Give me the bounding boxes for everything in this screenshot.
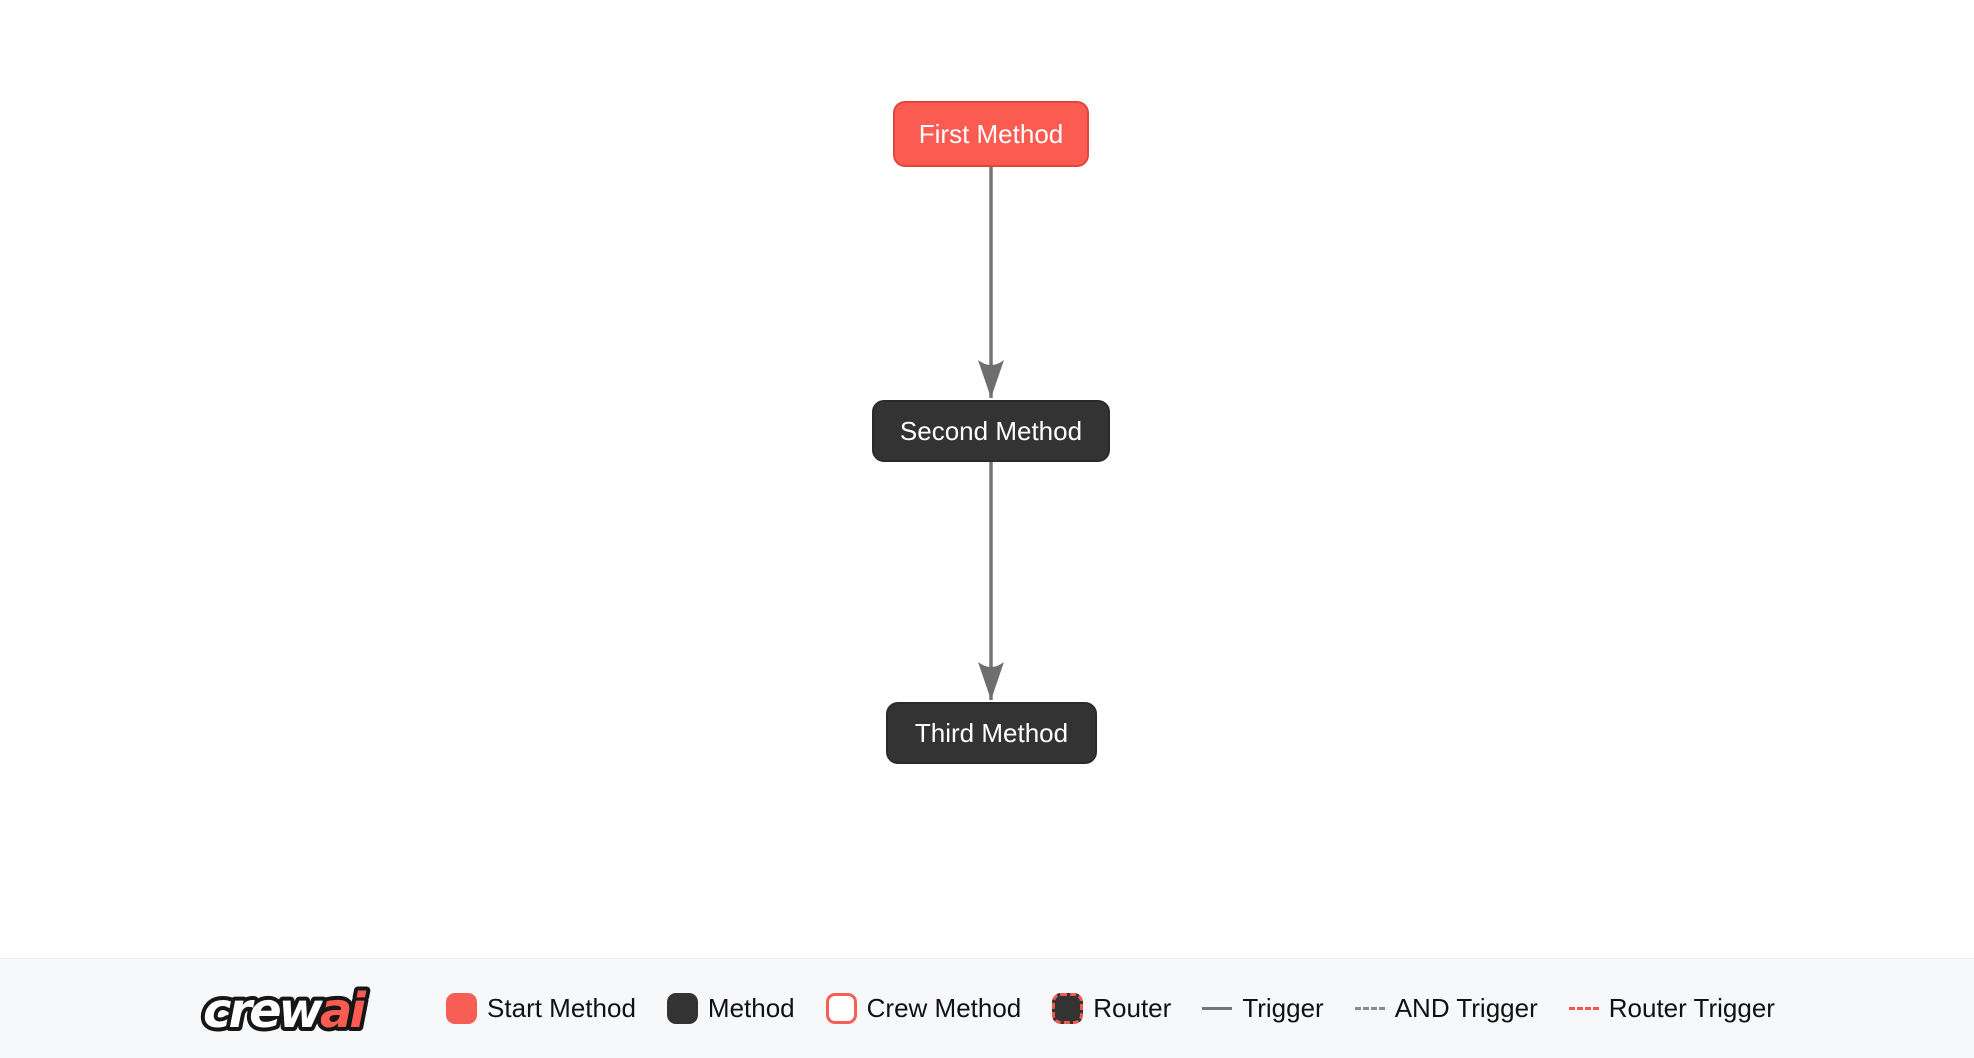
legend-label: Method	[707, 993, 795, 1023]
node-label: Third Method	[914, 718, 1069, 748]
node-third-method[interactable]: Third Method	[886, 702, 1097, 764]
trigger-edge-second-to-third	[978, 462, 1004, 700]
legend-bar: crewai Start Method Method Crew Method R…	[0, 958, 1974, 1058]
router-swatch-icon	[1052, 993, 1084, 1024]
and-trigger-line-icon	[1354, 1007, 1385, 1010]
legend-item-router: Router	[1052, 993, 1171, 1024]
logo-text-crew: crew	[203, 983, 324, 1039]
flow-canvas[interactable]: First Method Second Method Third Method	[0, 0, 1974, 958]
legend-label: Trigger	[1242, 993, 1324, 1023]
arrowhead-icon	[978, 360, 1004, 398]
legend-label: Router	[1093, 993, 1172, 1023]
arrowhead-icon	[978, 662, 1004, 700]
router-trigger-line-icon	[1568, 1007, 1599, 1010]
method-swatch-icon	[666, 993, 698, 1024]
logo-text-ai: ai	[320, 983, 366, 1039]
start-method-swatch-icon	[446, 993, 478, 1024]
legend-item-method: Method	[666, 993, 795, 1024]
legend-item-crew-method: Crew Method	[825, 993, 1022, 1024]
node-label: Second Method	[899, 416, 1083, 446]
legend-label: Crew Method	[866, 993, 1022, 1023]
legend-item-start-method: Start Method	[446, 993, 636, 1024]
node-second-method[interactable]: Second Method	[872, 400, 1110, 462]
legend-item-trigger: Trigger	[1202, 993, 1324, 1024]
crew-method-swatch-icon	[825, 993, 857, 1024]
legend-item-router-trigger: Router Trigger	[1568, 993, 1775, 1024]
legend-label: Router Trigger	[1608, 993, 1775, 1023]
svg-text:crewai: crewai	[203, 983, 366, 1039]
node-first-method[interactable]: First Method	[893, 101, 1089, 167]
legend-label: Start Method	[487, 993, 636, 1023]
trigger-edge-first-to-second	[978, 167, 1004, 398]
trigger-line-icon	[1202, 1007, 1233, 1010]
crewai-logo: crewai	[199, 979, 373, 1043]
legend-label: AND Trigger	[1394, 993, 1538, 1023]
legend-item-and-trigger: AND Trigger	[1354, 993, 1538, 1024]
node-label: First Method	[918, 119, 1064, 149]
